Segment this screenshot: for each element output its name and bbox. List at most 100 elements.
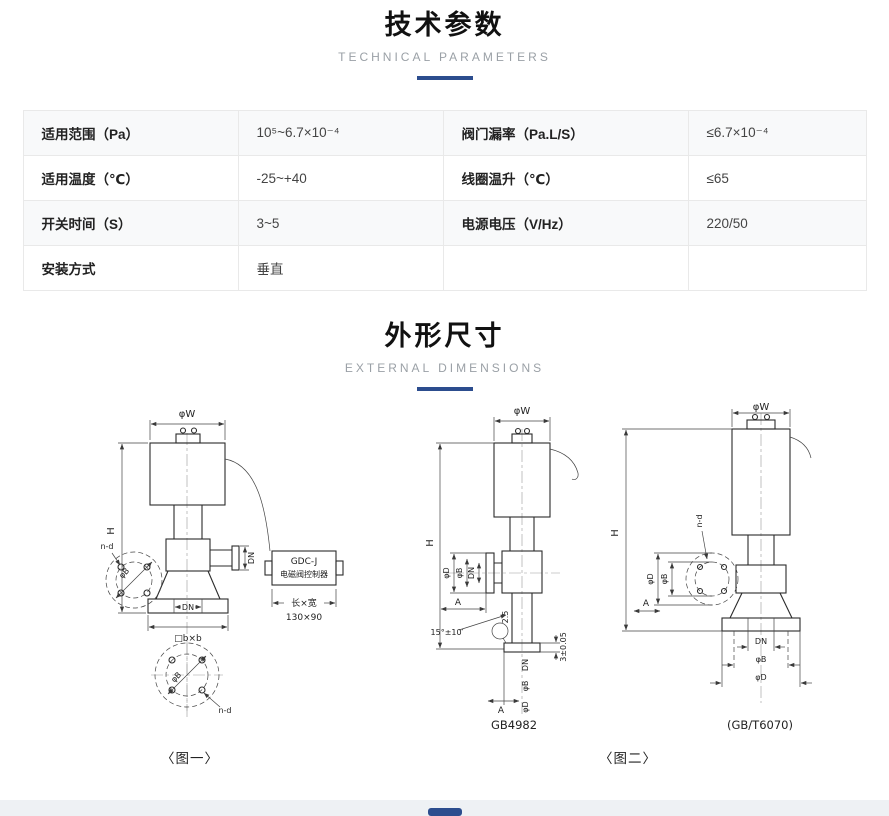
fig3-phiB-label: φB <box>660 574 669 585</box>
fig1-controller-model: GDC-J <box>291 557 318 567</box>
fig1-bolt-circle-bottom: φB n-d <box>151 641 232 715</box>
fig1-cable <box>224 458 271 552</box>
fig3-H-label: H <box>610 529 621 537</box>
section-header-tech: 技术参数 TECHNICAL PARAMETERS <box>0 0 889 81</box>
param-label <box>442 245 689 292</box>
fig3-standard-label: (GB/T6070) <box>727 718 793 732</box>
fig2-phiB-bottom-label: φB <box>521 681 530 692</box>
fig2-H-label: H <box>425 539 436 547</box>
table-row: 开关时间（S） 3~5 电源电压（V/Hz） 220/50 <box>22 200 867 247</box>
fig3-bottom-dims: DN φB φD <box>710 631 812 688</box>
fig2-A-bottom-label: A <box>498 706 505 716</box>
figure-1: φW H DN <box>100 409 344 767</box>
fig1-H-label: H <box>106 527 117 535</box>
fig2-coil <box>493 428 579 518</box>
param-value: 220/50 <box>687 200 867 247</box>
section-title-tech: 技术参数 <box>384 10 505 40</box>
fig3-phiB-bottom-label: φB <box>756 655 767 664</box>
fig1-bxb-label: □b×b <box>174 634 202 644</box>
fig3-A-label: A <box>643 599 650 609</box>
table-row: 安装方式 垂直 <box>22 245 867 292</box>
fig2-groove-depth-label: 3±0.05 <box>559 632 568 662</box>
fig3-nd-label: n-d <box>695 515 704 528</box>
param-label: 线圈温升（℃） <box>442 155 689 202</box>
fig1-nd-bottom-label: n-d <box>218 706 231 715</box>
fig3-dim-phiW: φW <box>731 403 791 428</box>
fig1-coil <box>149 427 226 506</box>
param-label: 电源电压（V/Hz） <box>442 200 689 247</box>
section-subtitle-dimensions: EXTERNAL DIMENSIONS <box>344 361 545 376</box>
table-row: 适用温度（℃） -25~+40 线圈温升（℃） ≤65 <box>22 155 867 202</box>
fig3-phiD-bottom-label: φD <box>755 673 766 682</box>
figure-2: φW H φD φB <box>425 406 657 767</box>
tech-params-table: 适用范围（Pa） 10⁵~6.7×10⁻⁴ 阀门漏率（Pa.L/S） ≤6.7×… <box>22 110 867 292</box>
fig2-dim-dn-side: DN <box>467 562 482 584</box>
table-row: 适用范围（Pa） 10⁵~6.7×10⁻⁴ 阀门漏率（Pa.L/S） ≤6.7×… <box>22 110 867 157</box>
fig1-dn-bottom-label: DN <box>182 603 194 612</box>
fig2-bottom-dims: DN φB φD A <box>487 652 530 716</box>
fig2-phiB-side-label: φB <box>455 568 464 579</box>
fig2-standard-label: GB4982 <box>491 718 537 732</box>
fig2-phiD-bottom-label: φD <box>521 701 530 712</box>
section-subtitle-tech: TECHNICAL PARAMETERS <box>338 50 551 65</box>
figure-1-caption: 〈图一〉 <box>161 751 219 767</box>
fig2-angle-label: 15°±10′ <box>431 628 464 637</box>
fig1-valve-body <box>147 505 240 614</box>
dimension-drawings: φW H DN <box>100 403 812 767</box>
fig3-phiD-label: φD <box>646 573 655 584</box>
footer-strip <box>0 800 889 816</box>
fig2-dim-phiD-side: φD <box>442 552 486 594</box>
fig2-groove-width-label: 2.5 <box>501 611 510 624</box>
fig2-groove-detail: 2.5 3±0.05 <box>491 611 568 662</box>
fig1-dim-height: H <box>106 442 148 614</box>
param-value: ≤65 <box>687 155 867 202</box>
figure-3: φW H n-d <box>610 403 812 732</box>
fig2-dn-side-label: DN <box>467 567 476 579</box>
fig2-dim-phiW: φW <box>493 406 551 442</box>
param-label: 安装方式 <box>22 245 239 292</box>
fig1-dim-bxb: □b×b <box>147 615 229 644</box>
fig1-dim-dn-bottom: DN <box>174 603 202 612</box>
fig1-dim-dn-side: DN <box>240 545 256 571</box>
param-label: 开关时间（S） <box>22 200 239 247</box>
section-title-dimensions: 外形尺寸 <box>384 321 505 352</box>
fig2-A-side-label: A <box>455 598 462 608</box>
param-label: 适用范围（Pa） <box>22 110 239 157</box>
fig3-dim-height: H <box>610 428 732 632</box>
param-label: 阀门漏率（Pa.L/S） <box>442 110 689 157</box>
param-value: ≤6.7×10⁻⁴ <box>687 110 867 157</box>
accent-underline <box>416 76 473 81</box>
fig3-dim-phiB: φB <box>660 561 712 597</box>
fig1-controller-box: GDC-J 电磁阀控制器 长×宽 130×90 <box>264 550 344 623</box>
fig3-dim-phiD: φD <box>646 552 712 606</box>
param-value: 3~5 <box>237 200 444 247</box>
fig2-dim-A-side: A <box>440 593 487 614</box>
fig2-dim-height: H <box>425 442 504 650</box>
fig3-coil <box>731 414 812 536</box>
fig1-phiB-bottom-label: φB <box>169 670 183 684</box>
fig3-valve-body <box>721 535 801 632</box>
param-value: 10⁵~6.7×10⁻⁴ <box>237 110 444 157</box>
fig2-angle-annotation: 15°±10′ <box>431 614 507 637</box>
section-header-dimensions: 外形尺寸 EXTERNAL DIMENSIONS <box>0 321 889 392</box>
fig2-phiW-label: φW <box>514 406 531 417</box>
fig3-phiW-label: φW <box>753 403 770 413</box>
fig1-controller-name: 电磁阀控制器 <box>280 569 328 579</box>
fig1-size-label: 长×宽 <box>291 597 317 609</box>
figure-2-caption: 〈图二〉 <box>599 751 657 767</box>
fig1-dim-phiW: φW <box>149 409 226 441</box>
footer-accent-pill <box>427 808 462 816</box>
fig3-dn-bottom-label: DN <box>755 637 767 646</box>
fig2-phiD-side-label: φD <box>442 567 451 578</box>
fig1-dn-side-label: DN <box>247 552 256 564</box>
param-label: 适用温度（℃） <box>22 155 239 202</box>
fig3-bolt-circle: n-d <box>685 515 739 606</box>
fig2-valve-body <box>485 517 543 653</box>
accent-underline <box>416 387 473 392</box>
fig1-size-value: 130×90 <box>286 613 322 623</box>
fig3-dim-A: A <box>633 599 661 614</box>
fig1-phiB-top-label: φB <box>117 566 131 580</box>
fig2-dim-phiB-side: φB <box>455 558 470 588</box>
fig1-phiW-label: φW <box>179 409 196 420</box>
